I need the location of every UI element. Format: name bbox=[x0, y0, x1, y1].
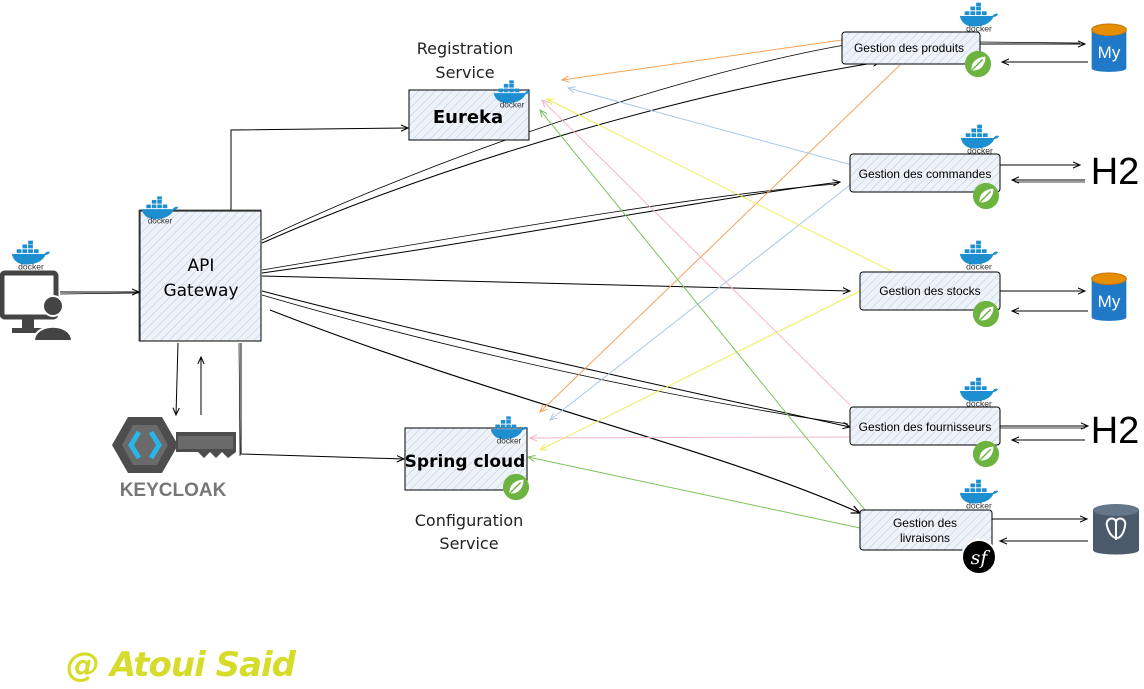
edge-fournisseurs-eureka bbox=[542, 100, 851, 406]
postgresql-icon bbox=[1091, 502, 1141, 556]
db-produits: My bbox=[1091, 23, 1127, 73]
edge-gateway-keycloak bbox=[176, 342, 178, 415]
edge-livraisons-config bbox=[528, 457, 861, 529]
gateway-label-line2: Gateway bbox=[163, 281, 238, 301]
keycloak-node: KEYCLOAK bbox=[112, 417, 236, 501]
gateway-label-line1: API bbox=[188, 256, 215, 276]
db-stocks: My bbox=[1091, 272, 1127, 322]
edge-fournisseurs-config bbox=[530, 437, 851, 438]
docker-icon bbox=[960, 124, 1000, 156]
spring-icon bbox=[502, 473, 530, 501]
edge-gateway-fournisseurs bbox=[261, 290, 850, 427]
service-produits-label: Gestion des produits bbox=[854, 41, 964, 55]
h2-icon: H2 bbox=[1091, 410, 1140, 452]
service-commandes-label: Gestion des commandes bbox=[859, 167, 992, 181]
spring-icon bbox=[972, 440, 1000, 468]
service-commandes: Gestion des commandes bbox=[849, 124, 1001, 210]
db-produits-label: My bbox=[1098, 43, 1121, 62]
config-caption-line1: Configuration bbox=[415, 511, 524, 530]
config-caption-line2: Service bbox=[439, 534, 498, 553]
registry-caption-line1: Registration bbox=[417, 39, 513, 58]
config-label: Spring cloud bbox=[405, 452, 526, 472]
edge-gateway-livraisons bbox=[269, 309, 860, 513]
keycloak-key-icon bbox=[112, 417, 236, 473]
eureka-label: Eureka bbox=[433, 107, 503, 128]
edge-commandes-config bbox=[550, 184, 851, 420]
docker-icon bbox=[959, 479, 999, 511]
docker-icon bbox=[959, 2, 999, 34]
edge-produits-eureka bbox=[562, 39, 843, 80]
author-watermark: @ Atoui Said bbox=[66, 645, 297, 685]
keycloak-label: KEYCLOAK bbox=[120, 480, 227, 501]
user-computer-icon bbox=[0, 270, 74, 342]
service-livraisons-label-line2: livraisons bbox=[900, 531, 950, 545]
edge-gateway-stocks bbox=[261, 275, 850, 291]
edge-commandes-eureka bbox=[568, 88, 853, 166]
api-gateway-node: API Gateway bbox=[138, 196, 262, 342]
edge-gateway-commandes bbox=[261, 182, 840, 274]
docker-icon bbox=[959, 240, 999, 272]
spring-icon bbox=[972, 182, 1000, 210]
service-livraisons-label-line1: Gestion des bbox=[893, 516, 957, 530]
config-node: Spring cloud Configuration Service bbox=[404, 416, 530, 553]
service-fournisseurs-label: Gestion des fournisseurs bbox=[859, 420, 992, 434]
edge-livraisons-eureka bbox=[540, 110, 866, 511]
edge-gateway-config bbox=[240, 343, 404, 459]
docker-icon bbox=[959, 377, 999, 409]
symfony-icon: sf bbox=[961, 539, 997, 575]
service-stocks-label: Gestion des stocks bbox=[879, 284, 980, 298]
docker-icon bbox=[11, 240, 51, 270]
service-livraisons: Gestion des livraisons sf bbox=[859, 479, 999, 575]
h2-icon: H2 bbox=[1091, 151, 1140, 193]
service-fournisseurs: Gestion des fournisseurs bbox=[849, 377, 1001, 468]
db-stocks-label: My bbox=[1098, 292, 1121, 311]
edge-gateway-eureka bbox=[230, 128, 408, 210]
spring-icon bbox=[964, 50, 992, 78]
edge-stocks-eureka bbox=[547, 99, 894, 273]
service-stocks: Gestion des stocks bbox=[859, 240, 1001, 328]
edge-produits-config bbox=[540, 64, 901, 412]
eureka-node: Registration Service Eureka bbox=[408, 39, 531, 141]
spring-icon bbox=[972, 300, 1000, 328]
service-produits: Gestion des produits bbox=[841, 2, 999, 78]
registry-caption-line2: Service bbox=[435, 63, 494, 82]
edge-stocks-config bbox=[540, 289, 863, 450]
svg-text:sf: sf bbox=[971, 547, 991, 569]
client-node bbox=[0, 240, 74, 342]
